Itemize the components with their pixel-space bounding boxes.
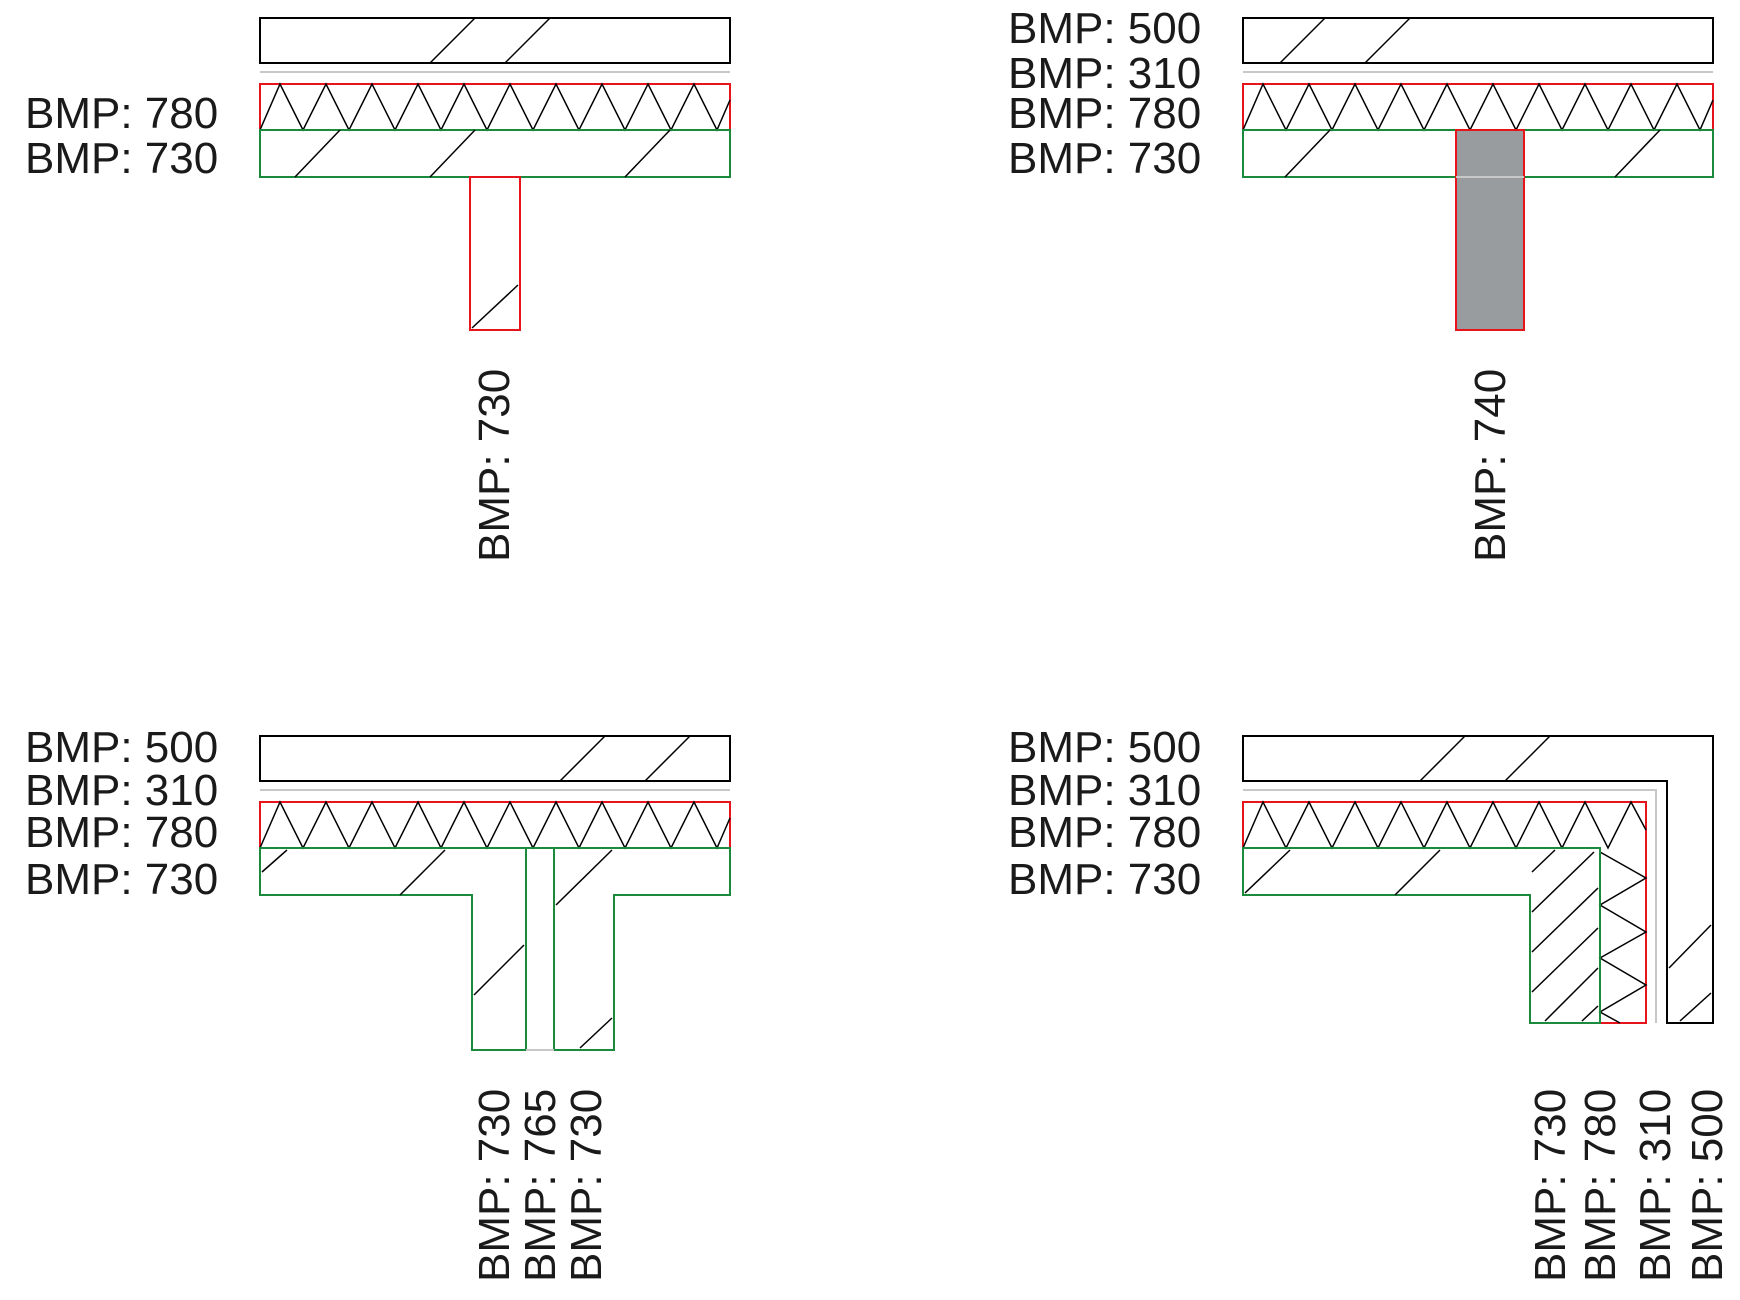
diagram-c-left-label: BMP: 780 xyxy=(25,808,218,857)
diagram-c-left-label: BMP: 310 xyxy=(25,766,218,815)
diagram-c-bottom-label: BMP: 730 xyxy=(562,1089,611,1282)
diagram-a: BMP: 780 BMP: 730 BMP: 730 xyxy=(25,17,731,562)
diagram-b-top-layer xyxy=(1242,17,1714,64)
diagram-c-left-label: BMP: 730 xyxy=(25,855,218,904)
diagram-b-left-label: BMP: 310 xyxy=(1008,49,1201,98)
diagram-d-bottom-label: BMP: 730 xyxy=(1526,1089,1575,1282)
diagram-a-bottom-label: BMP: 730 xyxy=(470,369,519,562)
diagram-c-bottom-label: BMP: 765 xyxy=(516,1089,565,1282)
diagram-b-column xyxy=(1455,129,1525,331)
diagram-d-bottom-label: BMP: 780 xyxy=(1576,1089,1625,1282)
diagram-c-left-label: BMP: 500 xyxy=(25,723,218,772)
diagram-b-bottom-label: BMP: 740 xyxy=(1466,369,1515,562)
diagram-c-bottom-label: BMP: 730 xyxy=(470,1089,519,1282)
diagram-b-left-label: BMP: 500 xyxy=(1008,4,1201,53)
diagram-d-bottom-label: BMP: 310 xyxy=(1631,1089,1680,1282)
diagram-d-left-label: BMP: 780 xyxy=(1008,808,1201,857)
diagram-d-left-label: BMP: 730 xyxy=(1008,855,1201,904)
diagram-d-outer-layer xyxy=(1242,735,1714,1024)
diagram-b-left-label: BMP: 780 xyxy=(1008,89,1201,138)
diagram-d-membrane xyxy=(1243,789,1657,1023)
diagram-a-left-label: BMP: 780 xyxy=(25,89,218,138)
diagram-d-left-label: BMP: 310 xyxy=(1008,766,1201,815)
diagram-a-left-label: BMP: 730 xyxy=(25,134,218,183)
diagram-c-concrete-left xyxy=(259,847,527,1051)
diagram-d-left-label: BMP: 500 xyxy=(1008,723,1201,772)
diagram-a-concrete-slab xyxy=(259,129,731,331)
diagram-d: BMP: 500 BMP: 310 BMP: 780 BMP: 730 BMP:… xyxy=(1008,723,1732,1282)
diagram-c: BMP: 500 BMP: 310 BMP: 780 BMP: 730 BMP:… xyxy=(25,723,731,1282)
diagram-c-top-layer xyxy=(259,735,731,782)
diagram-d-bottom-label: BMP: 500 xyxy=(1683,1089,1732,1282)
diagram-c-concrete-right xyxy=(553,847,731,1051)
diagram-a-top-layer xyxy=(259,17,731,64)
diagram-c-joint xyxy=(525,847,555,1051)
diagram-d-insulation-layer xyxy=(1242,801,1647,1024)
diagram-d-concrete-layer xyxy=(1242,847,1601,1024)
diagram-a-stem xyxy=(469,176,521,331)
diagram-b: BMP: 500 BMP: 310 BMP: 780 BMP: 730 BMP:… xyxy=(1008,4,1714,562)
diagram-b-left-label: BMP: 730 xyxy=(1008,134,1201,183)
